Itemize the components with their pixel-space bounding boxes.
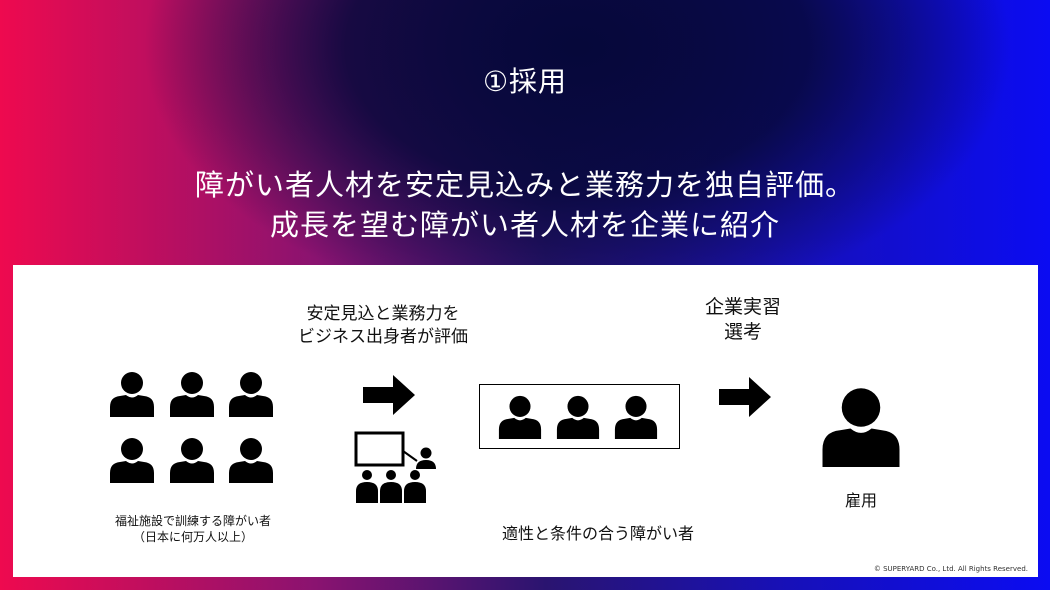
facility-caption-line1: 福祉施設で訓練する障がい者 (114, 514, 271, 528)
person-icon (497, 393, 543, 439)
person-icon (168, 435, 216, 483)
person-icon (555, 393, 601, 439)
person-icon (819, 383, 903, 467)
person-icon (108, 435, 156, 483)
facility-caption-line2: （日本に何万人以上） (132, 530, 253, 544)
selection-label-line1: 企業実習 (704, 296, 781, 318)
training-presentation-icon (354, 431, 436, 503)
slide-title: ①採用 (482, 65, 568, 98)
hire-caption: 雇用 (844, 491, 877, 510)
slide-subtitle-line1: 障がい者人材を安定見込みと業務力を独自評価。 (194, 168, 855, 202)
person-icon (227, 435, 275, 483)
person-icon (227, 369, 275, 417)
evaluation-label-line1: 安定見込と業務力を (306, 304, 460, 324)
person-icon (168, 369, 216, 417)
arrow-right-icon (719, 377, 771, 417)
arrow-right-icon (363, 375, 415, 415)
aptitude-caption: 適性と条件の合う障がい者 (501, 524, 694, 543)
copyright-notice: © SUPERYARD Co., Ltd. All Rights Reserve… (873, 565, 1028, 573)
selected-candidates-box (479, 384, 680, 449)
selection-label-line2: 選考 (723, 321, 762, 343)
person-icon (108, 369, 156, 417)
person-icon (613, 393, 659, 439)
evaluation-label-line2: ビジネス出身者が評価 (298, 327, 468, 347)
slide-subtitle-line2: 成長を望む障がい者人材を企業に紹介 (269, 208, 780, 242)
flow-panel: 福祉施設で訓練する障がい者 （日本に何万人以上） 安定見込と業務力を ビジネス出… (13, 265, 1038, 577)
